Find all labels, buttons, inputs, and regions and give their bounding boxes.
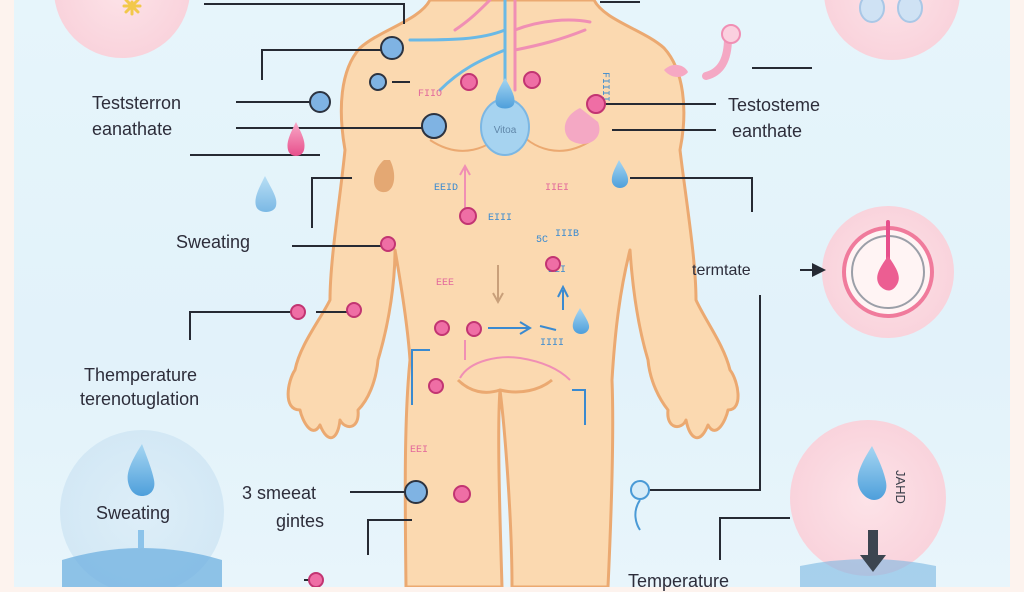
thermometer-icon [842, 220, 934, 318]
label-right-hormone-1: Testosteme [728, 95, 821, 115]
blue-nodes [309, 36, 447, 504]
body-tag: EEE [436, 278, 454, 289]
human-body [286, 0, 740, 587]
body-tag: FIIO [418, 89, 442, 100]
droplet-icon [572, 308, 590, 334]
arrow-down-icon [860, 530, 886, 572]
blood-vessels [408, 0, 592, 92]
label-bottom-temperature: Temperature [628, 571, 730, 591]
body-contour [456, 378, 501, 394]
droplet-icon [127, 444, 155, 496]
droplet-badge-left [60, 430, 224, 587]
label-sweat-glands-1: 3 smeeat [242, 483, 317, 503]
droplet-icon [611, 160, 629, 188]
water-surface-icon [800, 559, 936, 587]
kidney-badge [824, 0, 960, 60]
sun-icon [122, 0, 142, 16]
label-temperature-2: terenotuglation [80, 389, 200, 409]
droplet-icon [857, 446, 887, 500]
gland-droplet [495, 78, 515, 109]
label-left-hormone-1: Teststerron [92, 93, 182, 113]
sun-badge [54, 0, 190, 58]
label-right-hormone-2: eanthate [732, 121, 803, 141]
label-termrate: termtate [692, 262, 751, 279]
body-tag: IIEI [545, 183, 569, 194]
body-tag: 5C [536, 235, 548, 246]
hollow-node [630, 480, 650, 500]
label-left-sweating: Sweating [176, 232, 251, 252]
side-code: JAHD [893, 470, 908, 504]
pink-nodes [290, 71, 606, 587]
gland-icon [721, 24, 741, 44]
water-surface-icon [62, 548, 222, 587]
flow-arrows [411, 163, 586, 425]
hollow-node-tail [634, 499, 641, 531]
label-left-hormone-2: eanathate [92, 119, 173, 139]
thyroid-tag: Vitoa [494, 125, 517, 136]
arrow-right-icon [812, 263, 826, 277]
body-tag: EEI [410, 445, 428, 456]
fish-icon [664, 64, 688, 77]
drip-stem [138, 530, 144, 548]
body-tag: EIII [488, 213, 512, 224]
gland-icon [564, 108, 600, 144]
body-tag: IIII [540, 338, 564, 349]
body-tag: EEID [434, 183, 458, 194]
label-bottom-sweating: Sweating [96, 503, 171, 523]
organ-icon [373, 160, 395, 193]
kidney-icon [859, 0, 923, 23]
droplet-icon [255, 176, 277, 212]
droplet-icon [287, 122, 305, 156]
leader-lines [189, 1, 820, 581]
gland-icon [702, 34, 732, 80]
label-sweat-glands-2: gintes [276, 511, 325, 531]
body-tag: IIIB [555, 229, 579, 240]
body-contour [499, 378, 553, 394]
label-temperature-1: Themperature [84, 365, 198, 385]
body-tag: FIIII [599, 72, 610, 102]
